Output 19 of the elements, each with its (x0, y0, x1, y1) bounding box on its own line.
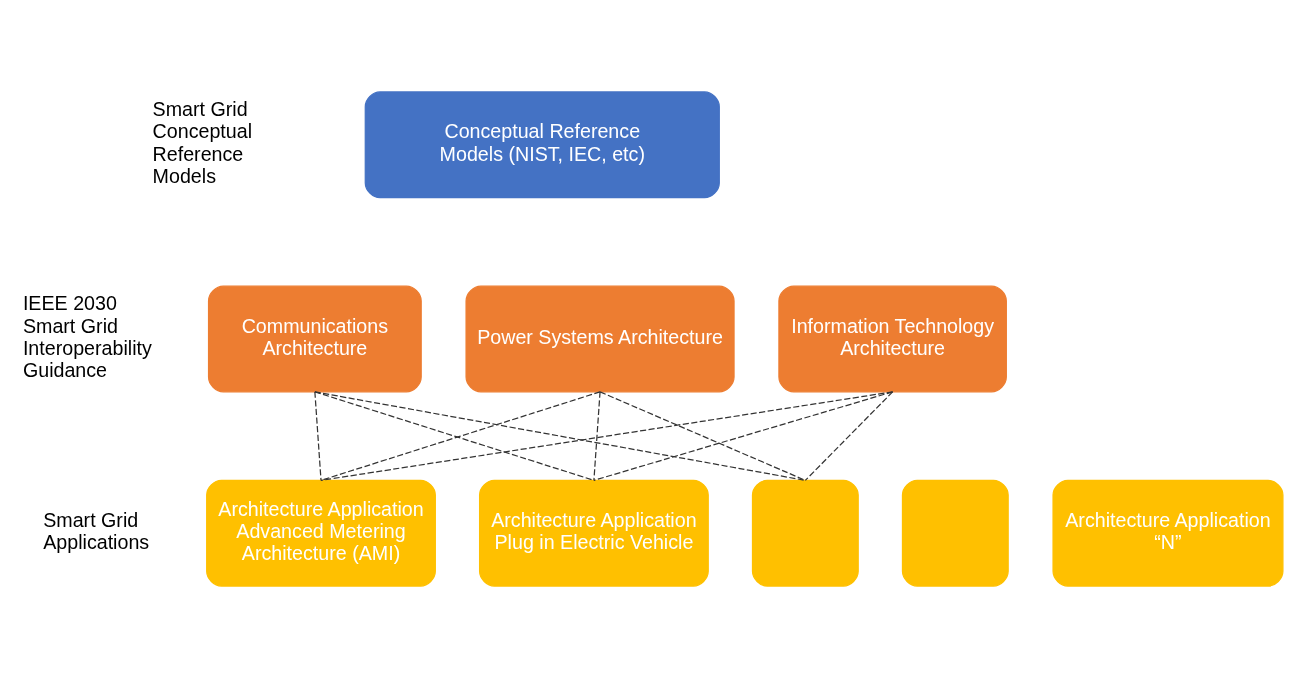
node-box (751, 479, 859, 587)
connector (599, 390, 806, 481)
connector (314, 390, 806, 481)
connector (593, 390, 601, 481)
node-box: Architecture Application Plug in Electric Vehicle (478, 479, 709, 587)
node-box: Architecture Application “N” (1052, 479, 1284, 587)
label: Smart Grid Conceptual Reference Models (152, 97, 253, 187)
node-box (901, 479, 1009, 587)
node-box: Conceptual Reference Models (NIST, IEC, etc) (364, 90, 720, 198)
node-box: Power Systems Architecture (465, 285, 735, 392)
node-box: Communications Architecture (207, 285, 422, 392)
connector (320, 390, 894, 481)
node-box: Architecture Application Advanced Metering Architecture (AMI) (206, 479, 436, 587)
node-box: Information Technology Architecture (778, 285, 1007, 392)
connector (804, 390, 894, 481)
label: Smart Grid Applications (43, 508, 150, 553)
label: IEEE 2030 Smart Grid Interoperability Guidance (22, 291, 152, 381)
connector (593, 390, 894, 481)
connector (314, 390, 322, 481)
